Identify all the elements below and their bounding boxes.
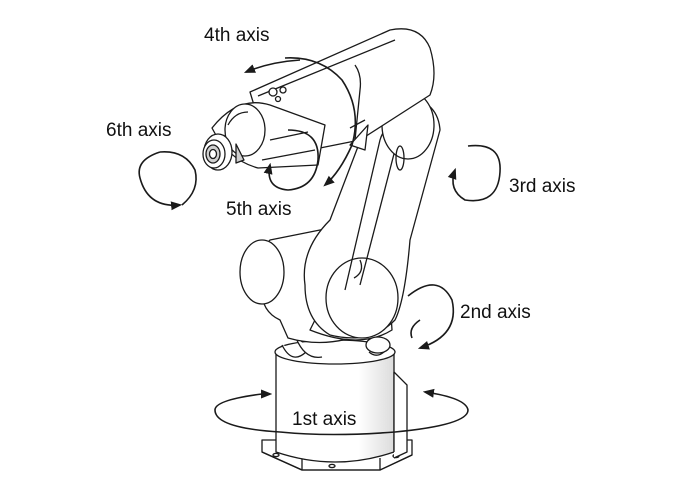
axis1-label: 1st axis [292, 409, 357, 430]
axis4-arrow [284, 57, 357, 187]
base-column [274, 337, 408, 463]
axis2-arrow-tail [410, 319, 421, 339]
axis5-arrow [263, 129, 319, 191]
axis1-arrow-back [214, 393, 281, 433]
end-flange [202, 133, 233, 171]
axis1-arrow-front [394, 388, 469, 433]
axis6-arrow [138, 151, 183, 211]
axis6-arrow-top [159, 151, 197, 206]
axis6-label: 6th axis [106, 120, 172, 141]
axis4-label: 4th axis [204, 25, 270, 46]
axis5-label: 5th axis [226, 199, 292, 220]
axis2-label: 2nd axis [460, 302, 531, 323]
axis4-arrow-tail [243, 59, 301, 73]
axis2-arrow [407, 284, 454, 350]
lower-arm [303, 90, 441, 339]
axis3-label: 3rd axis [509, 176, 576, 197]
axis1-arrow-tail [279, 431, 396, 436]
axis3-arrow [447, 144, 501, 202]
